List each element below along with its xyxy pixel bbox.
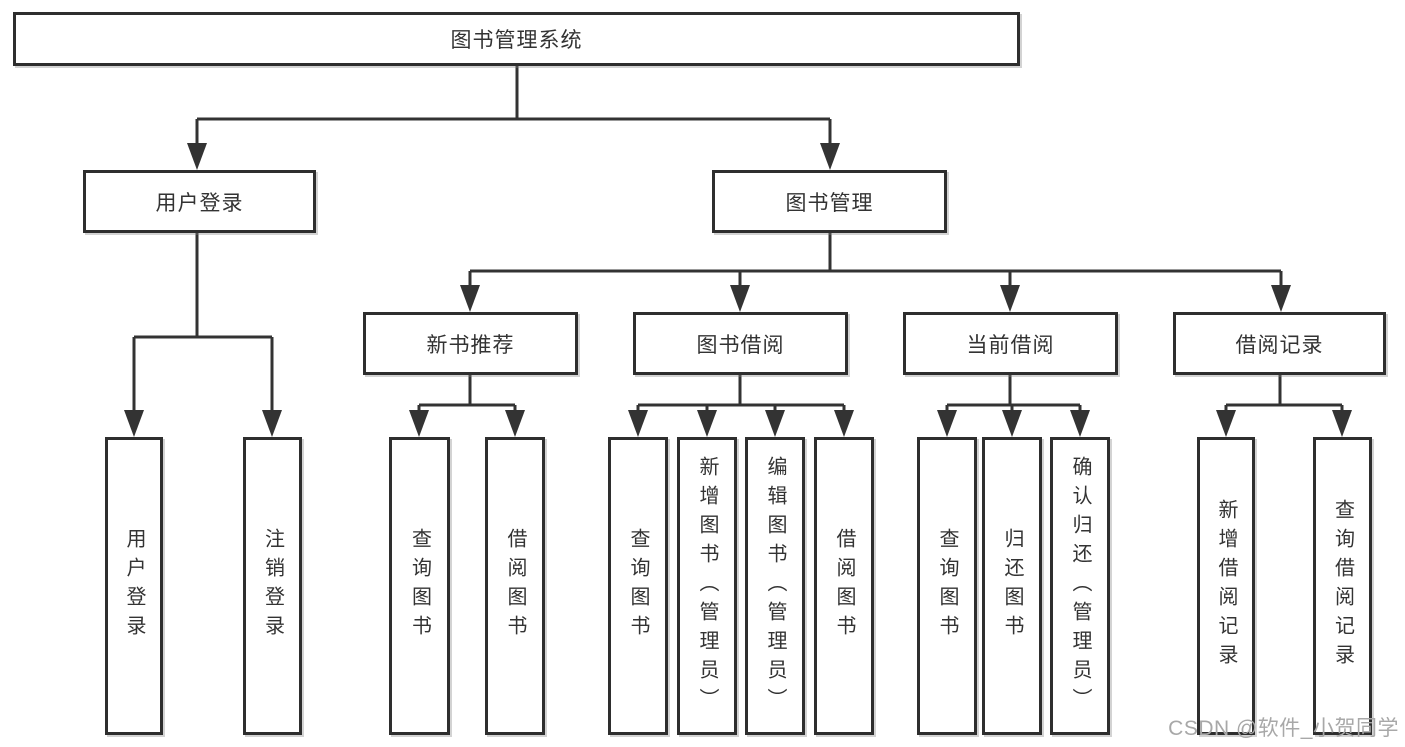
arrowhead (1216, 410, 1236, 437)
arrowhead (697, 410, 717, 437)
arrowhead (730, 285, 750, 312)
arrowhead (262, 410, 282, 437)
node-user-login-leaf: 用户登录 (105, 437, 163, 735)
node-add-book-admin: 新增图书（管理员） (677, 437, 737, 735)
node-user-login-branch: 用户登录 (83, 170, 316, 233)
node-logout-login: 注销登录 (243, 437, 302, 735)
arrowhead (1000, 285, 1020, 312)
arrowhead (628, 410, 648, 437)
node-book-management: 图书管理 (712, 170, 947, 233)
node-edit-book-admin: 编辑图书（管理员） (745, 437, 805, 735)
arrowhead (1070, 410, 1090, 437)
arrowhead (820, 143, 840, 170)
node-library-management-system: 图书管理系统 (13, 12, 1020, 66)
node-current-borrowing: 当前借阅 (903, 312, 1118, 375)
node-add-borrow-record: 新增借阅记录 (1197, 437, 1255, 735)
node-borrow-records: 借阅记录 (1173, 312, 1386, 375)
node-confirm-return-admin: 确认归还（管理员） (1050, 437, 1110, 735)
arrowhead (505, 410, 525, 437)
node-new-book-recommend: 新书推荐 (363, 312, 578, 375)
node-return-book: 归还图书 (982, 437, 1042, 735)
arrowhead (1002, 410, 1022, 437)
arrowhead (124, 410, 144, 437)
node-book-borrowing: 图书借阅 (633, 312, 848, 375)
arrowhead (1271, 285, 1291, 312)
node-borrow-books-recommend: 借阅图书 (485, 437, 545, 735)
arrowhead (187, 143, 207, 170)
node-query-books-borrowing: 查询图书 (608, 437, 668, 735)
node-query-borrow-record: 查询借阅记录 (1313, 437, 1372, 735)
node-query-books-recommend: 查询图书 (389, 437, 450, 735)
arrowhead (765, 410, 785, 437)
arrowhead (1332, 410, 1352, 437)
node-query-books-current: 查询图书 (917, 437, 977, 735)
node-borrow-books-borrowing: 借阅图书 (814, 437, 874, 735)
arrowhead (834, 410, 854, 437)
arrowhead (409, 410, 429, 437)
arrowhead (460, 285, 480, 312)
csdn-watermark: CSDN @软件_小贺同学 (1168, 717, 1399, 740)
arrowhead (937, 410, 957, 437)
